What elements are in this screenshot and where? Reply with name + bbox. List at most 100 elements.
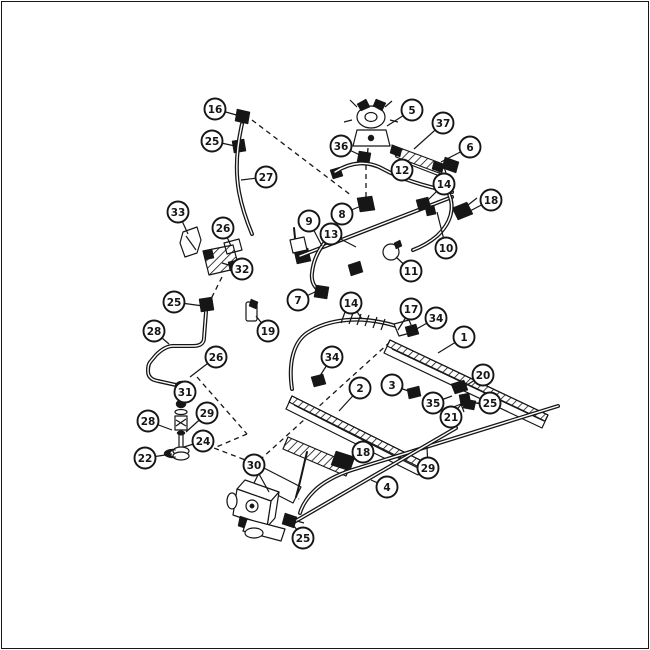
callout-17: 17	[399, 297, 423, 321]
callout-12: 12	[390, 158, 414, 182]
orifice-stack	[163, 394, 190, 461]
sensor-19	[245, 298, 259, 322]
svg-text:9: 9	[305, 216, 312, 228]
callout-27: 27	[254, 165, 278, 189]
callout-11: 11	[399, 259, 423, 283]
mounting-bracket-assembly	[179, 226, 243, 276]
callout-6: 6	[458, 135, 482, 159]
svg-text:32: 32	[235, 264, 250, 276]
svg-text:14: 14	[344, 298, 359, 310]
callout-8: 8	[330, 202, 354, 226]
svg-text:35: 35	[426, 398, 441, 410]
callout-7: 7	[286, 288, 310, 312]
callout-10: 10	[434, 236, 458, 260]
svg-text:17: 17	[404, 304, 419, 316]
support-rod-4	[292, 426, 458, 524]
svg-text:28: 28	[147, 326, 162, 338]
callout-32: 32	[230, 257, 254, 281]
pilot-tube-12	[329, 161, 454, 194]
svg-text:8: 8	[338, 209, 345, 221]
svg-text:25: 25	[167, 297, 182, 309]
callout-18: 18	[351, 440, 375, 464]
svg-text:19: 19	[261, 326, 276, 338]
venturi-tube-10	[411, 192, 454, 252]
svg-text:14: 14	[437, 179, 452, 191]
svg-text:2: 2	[356, 383, 363, 395]
burner-rail-18	[282, 436, 356, 477]
svg-text:5: 5	[408, 105, 415, 117]
callout-5: 5	[400, 98, 424, 122]
svg-text:31: 31	[178, 387, 193, 399]
supply-tube-17	[288, 311, 420, 391]
callout-26: 26	[204, 345, 228, 369]
callout-25: 25	[478, 391, 502, 415]
callout-3: 3	[380, 373, 404, 397]
svg-text:25: 25	[296, 533, 311, 545]
callout-26: 26	[211, 216, 235, 240]
callout-21: 21	[439, 405, 463, 429]
callout-25: 25	[200, 129, 224, 153]
callout-22: 22	[133, 446, 157, 470]
svg-text:7: 7	[294, 295, 301, 307]
svg-text:18: 18	[356, 447, 371, 459]
svg-text:27: 27	[259, 172, 274, 184]
flash-tube-7	[289, 227, 364, 300]
callout-14: 14	[339, 291, 363, 315]
svg-text:4: 4	[383, 482, 390, 494]
callout-31: 31	[173, 380, 197, 404]
svg-text:33: 33	[171, 207, 186, 219]
callout-18: 18	[479, 188, 503, 212]
svg-text:36: 36	[334, 141, 349, 153]
callout-24: 24	[191, 429, 215, 453]
svg-text:24: 24	[196, 436, 211, 448]
callout-9: 9	[297, 209, 321, 233]
callout-28: 28	[142, 319, 166, 343]
callout-19: 19	[256, 319, 280, 343]
svg-text:29: 29	[421, 463, 436, 475]
svg-text:1: 1	[460, 332, 467, 344]
pilot-assembly	[343, 98, 399, 213]
orifice-hood-11	[382, 239, 403, 261]
oven-burner-1	[383, 339, 549, 429]
svg-text:20: 20	[476, 370, 491, 382]
callout-29: 29	[195, 401, 219, 425]
svg-text:30: 30	[247, 460, 262, 472]
callout-34: 34	[320, 345, 344, 369]
callout-28: 28	[136, 409, 160, 433]
callout-13: 13	[319, 222, 343, 246]
svg-text:34: 34	[325, 352, 340, 364]
svg-text:25: 25	[205, 136, 220, 148]
svg-text:28: 28	[141, 416, 156, 428]
broil-burner-2	[285, 373, 425, 476]
screw-6	[441, 156, 460, 174]
callout-1: 1	[452, 325, 476, 349]
svg-text:34: 34	[429, 313, 444, 325]
callout-16: 16	[203, 97, 227, 121]
svg-text:3: 3	[388, 380, 395, 392]
callout-layer: 1625273326322528263128292422537636121418…	[133, 97, 503, 550]
svg-text:12: 12	[395, 165, 410, 177]
callout-25: 25	[162, 290, 186, 314]
regulator-tube-assembly	[231, 108, 254, 236]
svg-text:6: 6	[466, 142, 473, 154]
svg-text:22: 22	[138, 453, 153, 465]
callout-33: 33	[166, 200, 190, 224]
svg-text:13: 13	[324, 229, 339, 241]
svg-text:37: 37	[436, 118, 451, 130]
svg-text:10: 10	[439, 243, 454, 255]
callout-37: 37	[431, 111, 455, 135]
callout-20: 20	[471, 363, 495, 387]
callout-4: 4	[375, 475, 399, 499]
callout-30: 30	[242, 453, 266, 477]
callout-36: 36	[329, 134, 353, 158]
svg-text:16: 16	[208, 104, 223, 116]
left-supply-tube	[146, 296, 215, 392]
callout-34: 34	[424, 306, 448, 330]
callout-29: 29	[416, 456, 440, 480]
svg-text:25: 25	[483, 398, 498, 410]
svg-text:21: 21	[444, 412, 459, 424]
svg-text:26: 26	[216, 223, 231, 235]
callout-2: 2	[348, 376, 372, 400]
